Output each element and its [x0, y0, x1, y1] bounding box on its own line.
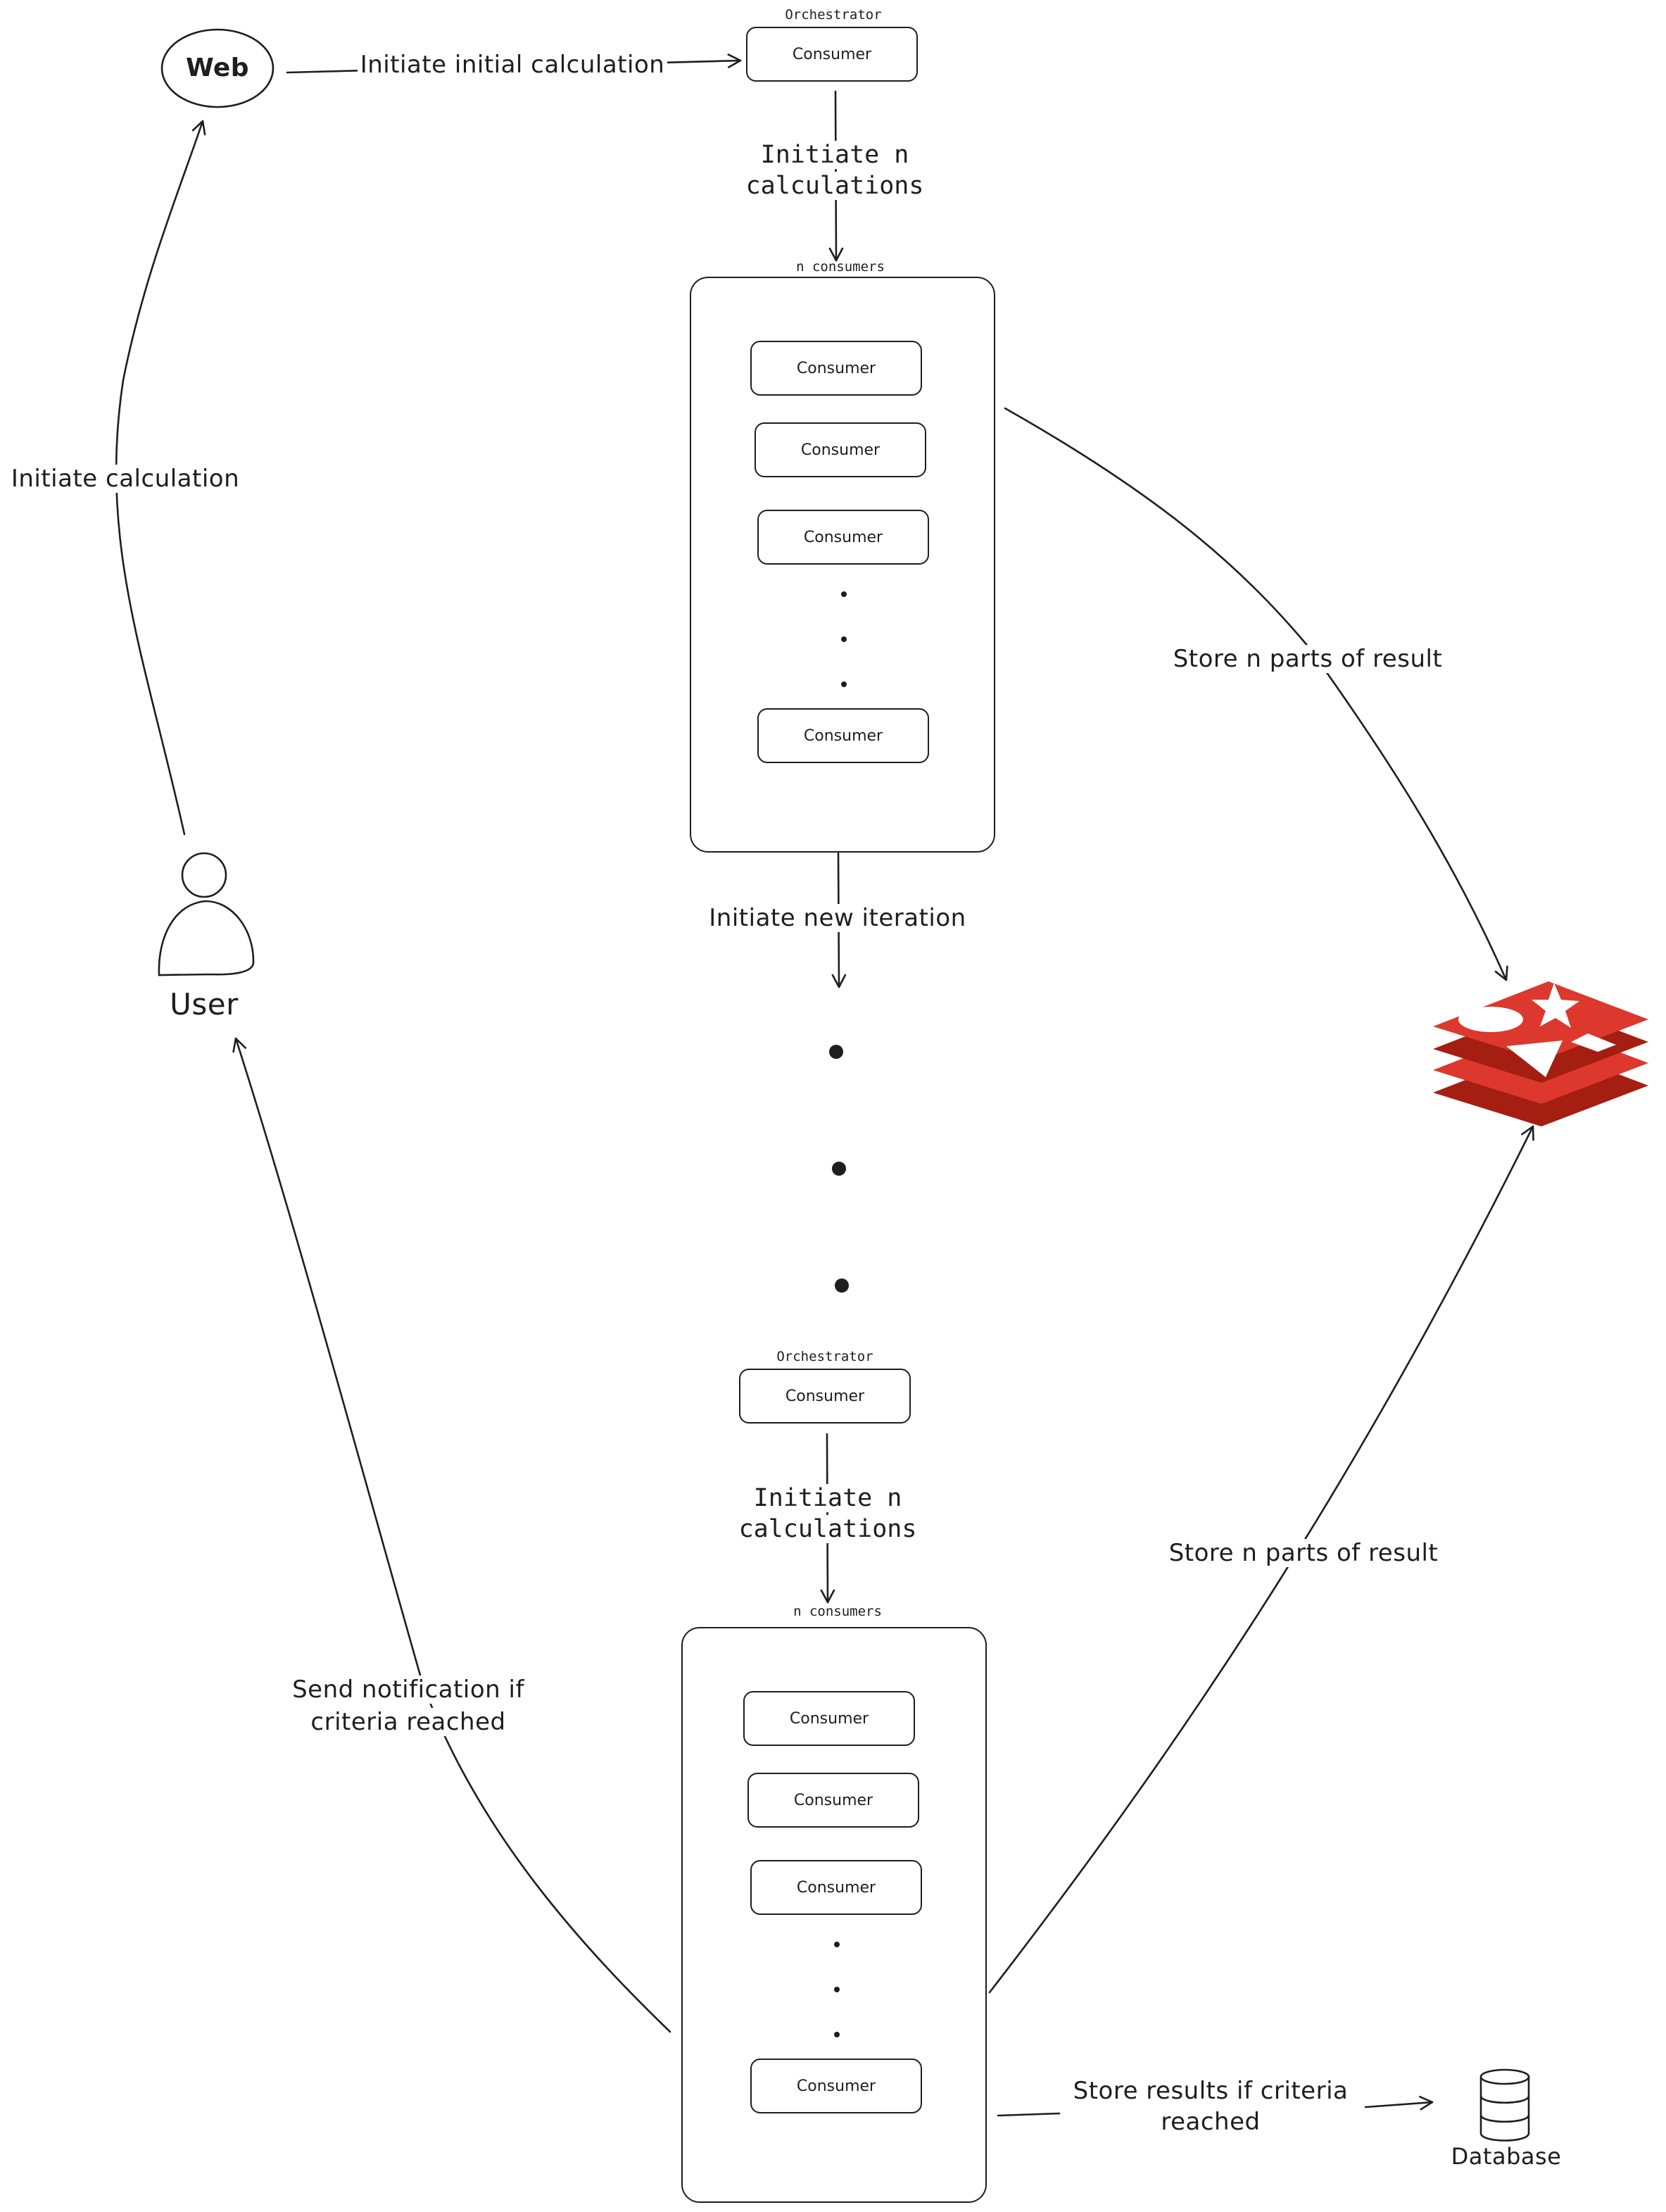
arrow-top-store-parts — [1004, 407, 1508, 981]
top-consumer-group — [690, 277, 995, 853]
arrow-user-to-web — [115, 120, 206, 836]
bottom-consumer-2: Consumer — [747, 1773, 919, 1828]
top-ellipsis-dot-3 — [841, 681, 847, 687]
label-initiate-initial-calculation: Initiate initial calculation — [358, 51, 667, 79]
web-node — [160, 28, 274, 108]
bottom-ellipsis-dot-3 — [834, 2032, 840, 2037]
top-orchestrator-box: Consumer — [746, 27, 918, 82]
top-orchestrator-title: Orchestrator — [785, 7, 882, 23]
web-label: Web — [185, 54, 250, 82]
user-icon — [158, 852, 255, 976]
top-group-title: n consumers — [796, 259, 885, 275]
label-send-notification-line2: criteria reached — [282, 1708, 535, 1736]
arrow-store-results — [997, 2112, 1061, 2117]
label-send-notification-line1: Send notification if — [282, 1676, 535, 1704]
bottom-group-title: n consumers — [793, 1604, 882, 1619]
arrow-store-results-head — [1364, 2095, 1434, 2111]
redis-icon — [1433, 981, 1648, 1126]
top-consumer-n: Consumer — [757, 708, 929, 763]
bottom-consumer-group — [681, 1627, 987, 2203]
iteration-dot-1 — [829, 1045, 843, 1059]
database-label: Database — [1451, 2143, 1562, 2170]
top-ellipsis-dot-2 — [841, 636, 847, 642]
top-consumer-2: Consumer — [755, 422, 926, 477]
label-initiate-calculation: Initiate calculation — [6, 465, 245, 493]
label-store-results-line1: Store results if criteria — [1073, 2077, 1349, 2105]
arrow-send-notification — [232, 1037, 671, 2033]
bottom-consumer-1: Consumer — [743, 1691, 915, 1746]
top-consumer-1: Consumer — [750, 341, 922, 396]
bottom-consumer-3: Consumer — [750, 1860, 922, 1915]
label-bottom-store-parts: Store n parts of result — [1156, 1539, 1451, 1567]
bottom-ellipsis-dot-1 — [834, 1942, 840, 1947]
bottom-orchestrator-box: Consumer — [739, 1369, 911, 1424]
label-bottom-initiate-n-line1: Initiate n — [722, 1484, 933, 1512]
bottom-orchestrator-title: Orchestrator — [776, 1349, 873, 1364]
bottom-consumer-n: Consumer — [750, 2059, 922, 2113]
label-top-initiate-n-line2: calculations — [729, 172, 940, 200]
bottom-ellipsis-dot-2 — [834, 1987, 840, 1992]
iteration-dot-3 — [835, 1278, 849, 1293]
top-ellipsis-dot-1 — [841, 591, 847, 597]
label-bottom-initiate-n-line2: calculations — [722, 1515, 933, 1543]
user-label: User — [170, 987, 239, 1022]
label-store-results-line2: reached — [1161, 2108, 1261, 2136]
label-top-store-parts: Store n parts of result — [1160, 645, 1456, 673]
database-icon — [1479, 2068, 1530, 2142]
arrow-bottom-store-parts — [988, 1125, 1534, 1994]
label-initiate-new-iteration: Initiate new iteration — [697, 904, 978, 932]
label-top-initiate-n-line1: Initiate n — [729, 141, 940, 169]
top-consumer-3: Consumer — [757, 510, 929, 565]
iteration-dot-2 — [832, 1162, 846, 1176]
